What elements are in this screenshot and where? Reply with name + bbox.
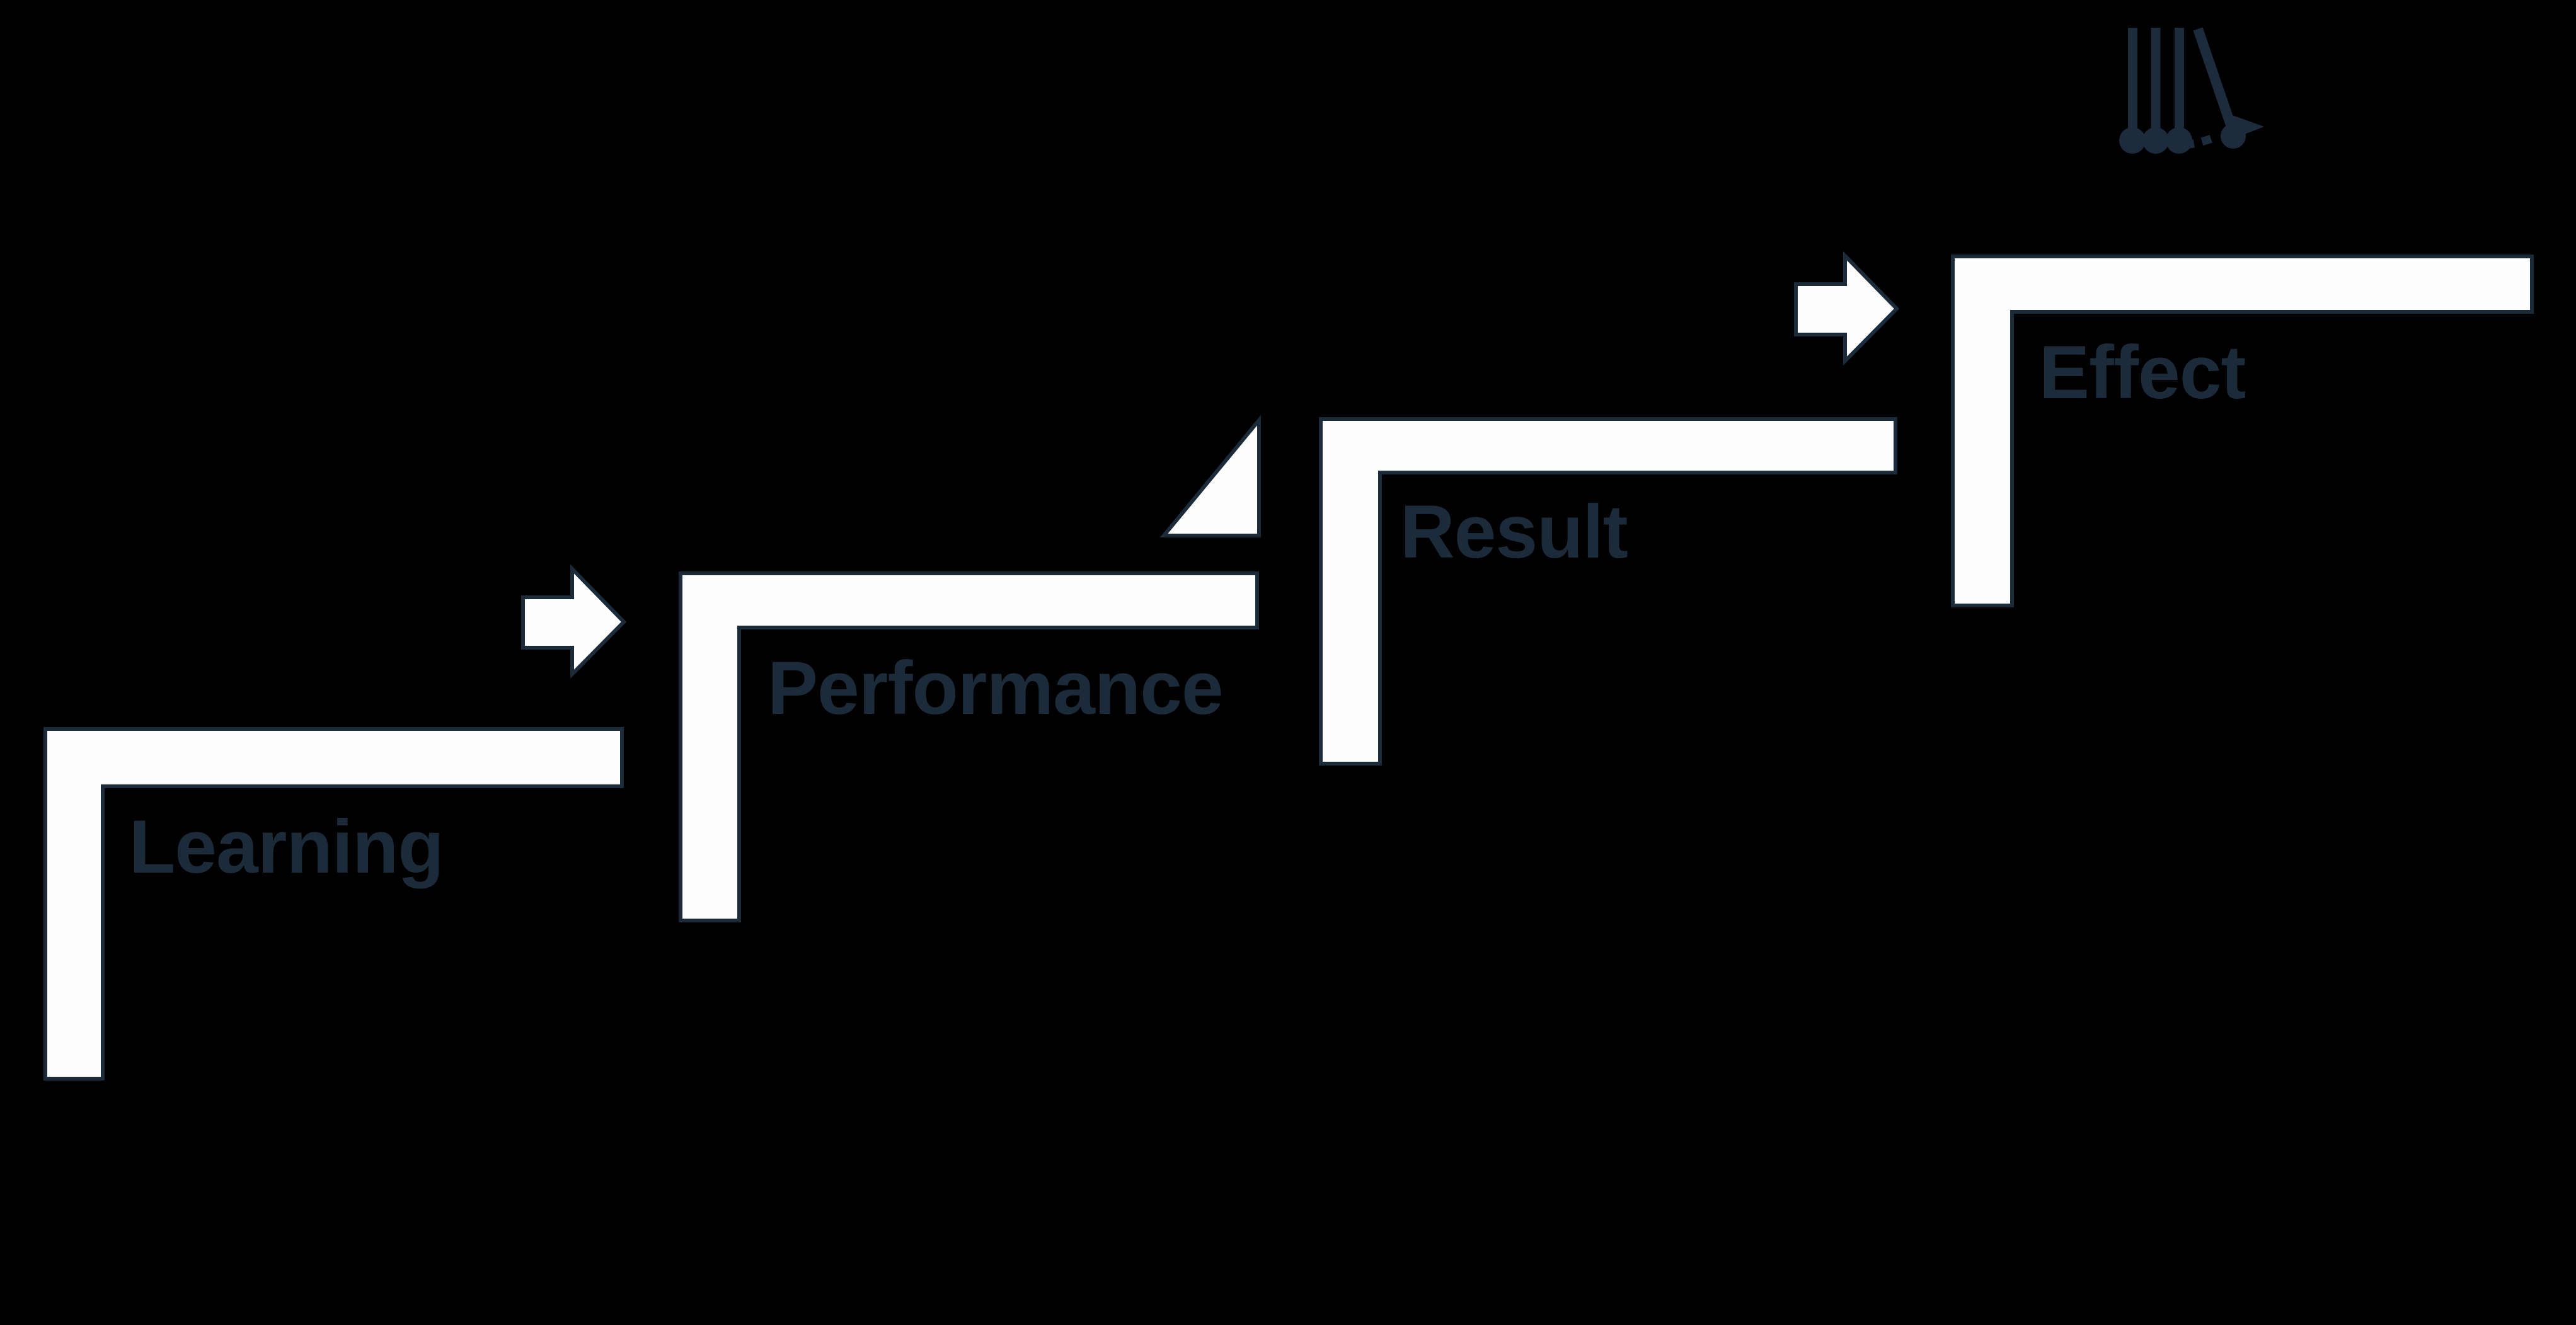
- cradle-rod: [2175, 28, 2184, 136]
- cradle-ball: [2142, 127, 2169, 154]
- cradle-swing-arrowhead: [2233, 115, 2264, 138]
- arrow-right-icon: [521, 564, 627, 679]
- triangle-wedge-icon: [1159, 415, 1261, 537]
- cradle-swing-arc: [2184, 132, 2218, 149]
- arrow-right-icon: [1794, 251, 1900, 366]
- step-effect-shape: [1951, 255, 2534, 607]
- cradle-rod: [2151, 28, 2161, 136]
- step-label-result: Result: [1400, 490, 1628, 574]
- cradle-rod: [2128, 28, 2137, 136]
- step-label-performance: Performance: [768, 646, 1224, 730]
- step-label-learning: Learning: [129, 805, 444, 889]
- newtons-cradle-icon: [2119, 27, 2264, 154]
- step-result-shape: [1319, 417, 1897, 766]
- step-performance-shape: [679, 571, 1259, 922]
- cradle-swinging-rod: [2193, 27, 2236, 127]
- cradle-ball: [2119, 127, 2146, 154]
- step-label-effect: Effect: [2039, 330, 2246, 415]
- step-learning-shape: [43, 727, 624, 1081]
